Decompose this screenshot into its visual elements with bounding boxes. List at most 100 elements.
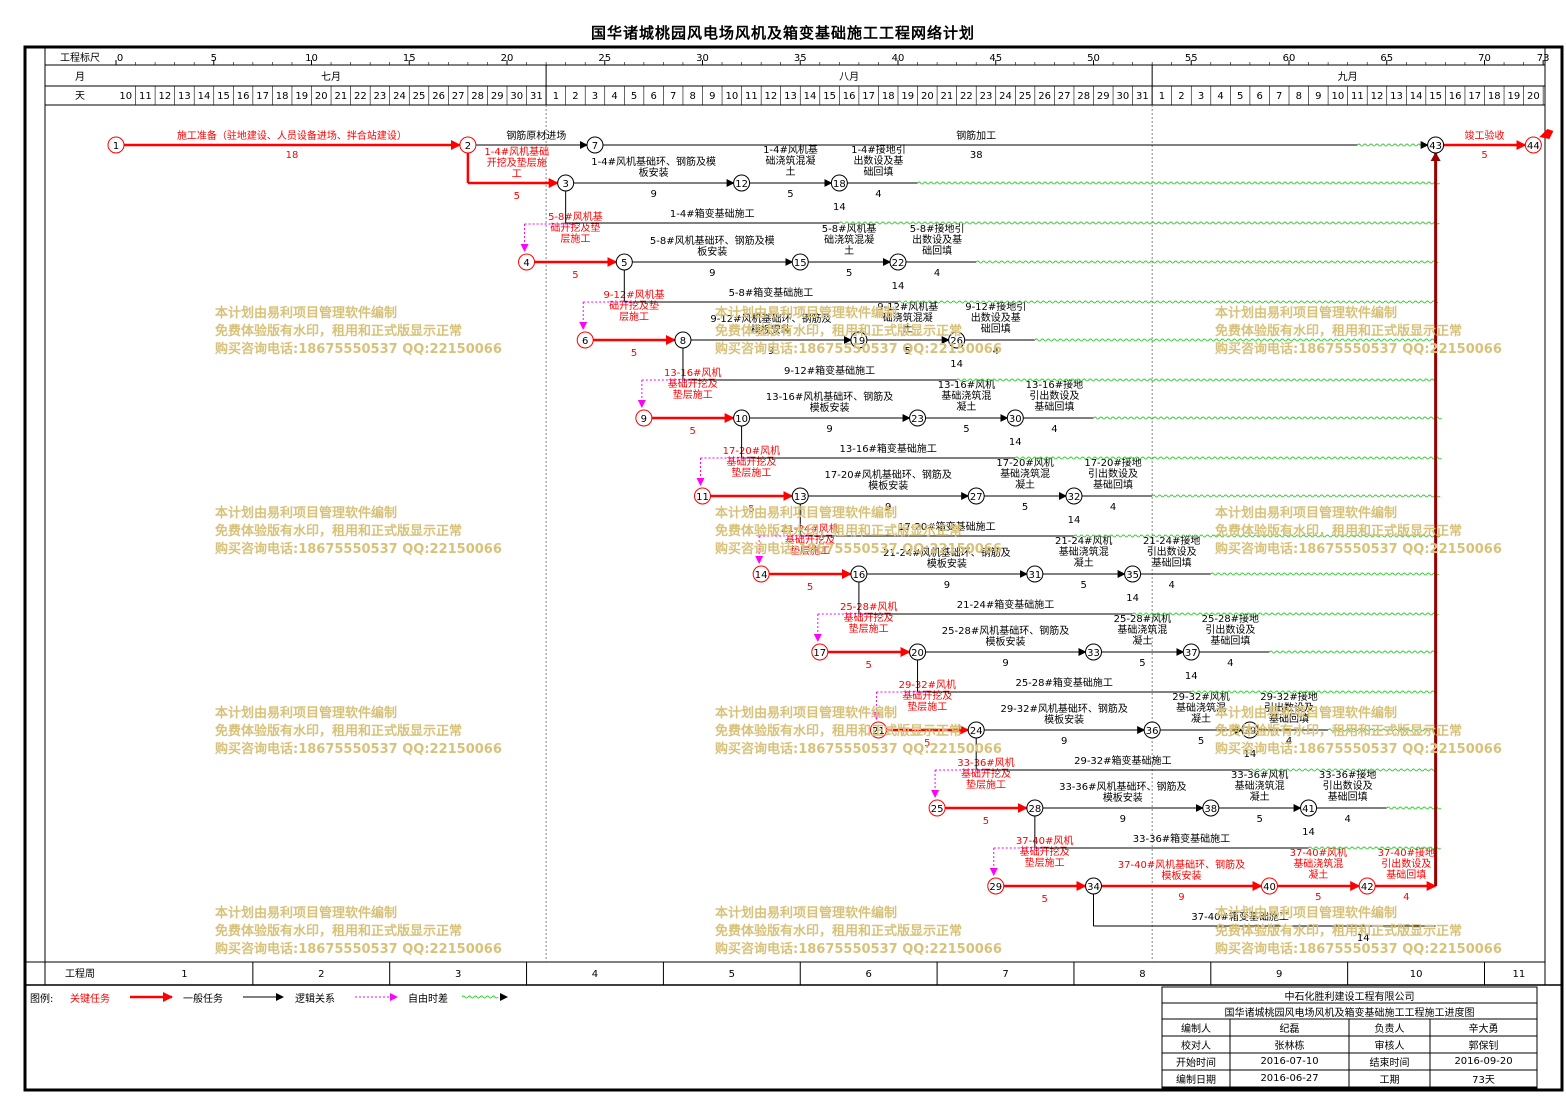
day-number: 13 — [1390, 91, 1403, 102]
node-number: 27 — [970, 492, 983, 503]
node-number: 39 — [1244, 726, 1257, 737]
day-number: 2 — [572, 91, 578, 102]
ground-label: 引出数设及 — [1205, 623, 1255, 636]
dig-duration: 5 — [924, 738, 930, 749]
pour-label: 础浇筑混凝 — [883, 311, 933, 324]
dig-label: 垫层施工 — [731, 466, 771, 479]
day-number: 5 — [631, 91, 637, 102]
pour-label: 25-28#风机 — [1114, 612, 1171, 625]
day-number: 15 — [823, 91, 836, 102]
day-number: 10 — [119, 91, 132, 102]
dig-label: 29-32#风机 — [899, 678, 956, 691]
ground-duration: 4 — [1286, 736, 1292, 747]
dig-label: 9-12#风机基 — [604, 288, 665, 301]
dig-duration: 5 — [983, 816, 989, 827]
node-number: 15 — [794, 258, 807, 269]
node-circle — [1026, 799, 1044, 817]
ground-float — [1093, 416, 1442, 420]
box-label: 9-12#箱变基础施工 — [784, 364, 875, 377]
logic-arrow-icon — [755, 556, 764, 564]
node-circle — [1143, 721, 1161, 739]
box-label: 17-20#箱变基础施工 — [898, 520, 995, 533]
day-number: 16 — [843, 91, 856, 102]
node-circle — [987, 877, 1005, 895]
scale-tick: 20 — [501, 53, 514, 64]
scale-tick: 65 — [1380, 53, 1393, 64]
pour-duration: 5 — [963, 424, 969, 435]
box-duration: 14 — [1068, 515, 1081, 526]
legend-float: 自由时差 — [408, 994, 448, 1005]
pour-label: 基础浇筑混 — [1235, 779, 1285, 792]
node-circle — [1124, 565, 1142, 583]
pour-label: 土 — [844, 244, 854, 257]
ground-duration: 4 — [1344, 814, 1350, 825]
node-number: 31 — [1028, 570, 1041, 581]
logic-arrow-icon — [931, 790, 940, 798]
ring-duration: 9 — [650, 189, 656, 200]
pour-label: 土 — [785, 165, 795, 178]
node-number: 11 — [696, 492, 709, 503]
day-number: 17 — [256, 91, 269, 102]
info-cell: 2016-07-10 — [1260, 1056, 1319, 1067]
info-cell: 2016-06-27 — [1260, 1073, 1319, 1084]
ground-label: 基础回填 — [1328, 790, 1368, 803]
ground-label: 5-8#接地引 — [910, 222, 965, 235]
ring-label: 板安装 — [697, 245, 727, 258]
dig-label: 基础开挖及 — [902, 689, 952, 702]
ground-label: 引出数设及 — [1147, 545, 1197, 558]
ground-float — [975, 260, 1439, 264]
node-circle — [850, 565, 868, 583]
node-number: 19 — [853, 336, 866, 347]
node-number: 5 — [621, 258, 627, 269]
pour-label: 凝土 — [1308, 868, 1328, 881]
day-number: 14 — [804, 91, 817, 102]
day-number: 17 — [1468, 91, 1481, 102]
legend-float-arrow-icon — [500, 993, 508, 1001]
box-label: 13-16#箱变基础施工 — [840, 442, 937, 455]
dig-label: 垫层施工 — [1025, 856, 1065, 869]
box-label: 1-4#箱变基础施工 — [670, 207, 755, 220]
box-duration: 14 — [1126, 593, 1139, 604]
box-label: 37-40#箱变基础施工 — [1191, 910, 1288, 923]
box-duration: 14 — [1357, 933, 1370, 944]
node-number: 34 — [1087, 882, 1100, 893]
box-label: 25-28#箱变基础施工 — [1015, 676, 1112, 689]
scale-tick: 25 — [598, 53, 611, 64]
day-number: 19 — [901, 91, 914, 102]
box-float — [1190, 690, 1438, 694]
dig-label: 工 — [512, 169, 522, 180]
week-number: 3 — [455, 969, 461, 980]
day-number: 18 — [276, 91, 289, 102]
pour-label: 17-20#风机 — [996, 456, 1053, 469]
node-number: 25 — [931, 804, 944, 815]
ring-label: 29-32#风机基础环、钢筋及 — [1000, 702, 1127, 715]
node-number: 9 — [641, 414, 647, 425]
pour-label: 土 — [903, 322, 913, 335]
day-number: 7 — [670, 91, 676, 102]
dig-label: 层施工 — [560, 232, 590, 245]
week-number: 10 — [1410, 969, 1423, 980]
box-float — [1073, 534, 1441, 538]
scale-tick: 10 — [305, 53, 318, 64]
week-number: 4 — [592, 969, 598, 980]
dig-label: 13-16#风机 — [664, 366, 721, 379]
ground-label: 基础回填 — [1269, 712, 1309, 725]
pour-label: 9-12#风机基 — [877, 300, 938, 313]
day-number: 7 — [1276, 91, 1282, 102]
ground-float — [1269, 650, 1438, 654]
box-duration: 14 — [1009, 437, 1022, 448]
day-number: 15 — [1429, 91, 1442, 102]
scale-tick: 40 — [892, 53, 905, 64]
legend-critical: 关键任务 — [70, 994, 110, 1005]
pour-duration: 5 — [846, 268, 852, 279]
node-circle — [733, 174, 751, 192]
day-number: 9 — [1315, 91, 1321, 102]
box-float — [1014, 456, 1442, 460]
node-circle — [791, 487, 809, 505]
dig-label: 垫层施工 — [966, 778, 1006, 791]
info-cell: 审核人 — [1374, 1041, 1405, 1052]
ground-label: 引出数设及 — [1323, 779, 1373, 792]
scale-tick: 30 — [696, 53, 709, 64]
day-number: 24 — [393, 91, 406, 102]
pour-duration: 5 — [1081, 580, 1087, 591]
